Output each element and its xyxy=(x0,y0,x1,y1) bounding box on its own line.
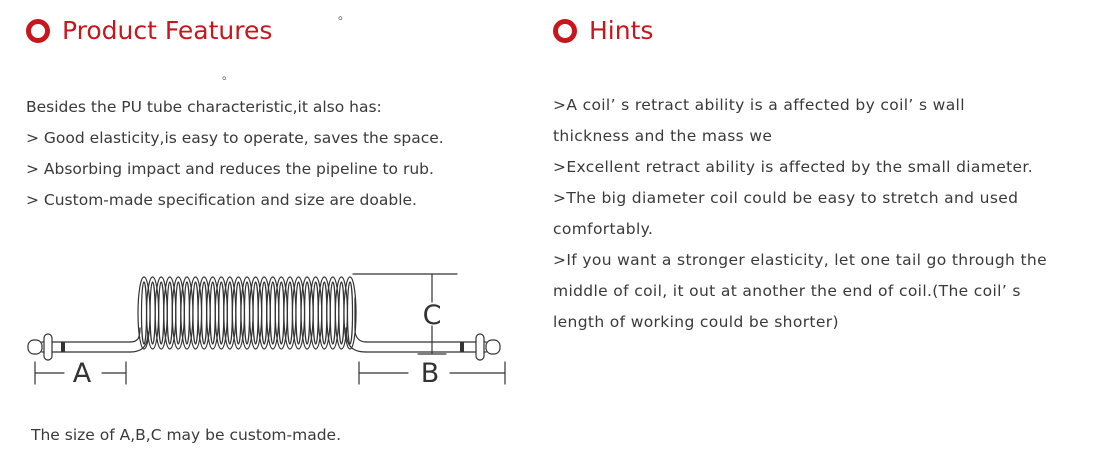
hint-line: >Excellent retract ability is affected b… xyxy=(553,158,1033,176)
coil-body xyxy=(137,276,357,350)
dimension-label-c: C xyxy=(423,300,442,331)
hints-text: >A coil’ s retract ability is a affected… xyxy=(553,90,1047,338)
hints-heading: Hints xyxy=(553,18,653,43)
coil-loop-inner xyxy=(235,281,242,345)
coil-loop-inner xyxy=(338,281,345,345)
circle-bullet-icon xyxy=(553,18,577,43)
coil-loop-inner xyxy=(201,281,208,345)
left-tail-bend xyxy=(129,327,141,343)
hint-line: middle of coil, it out at another the en… xyxy=(553,282,1021,300)
dimension-label-a: A xyxy=(73,358,92,388)
features-intro: Besides the PU tube characteristic,it al… xyxy=(26,98,382,116)
hint-line: thickness and the mass we xyxy=(553,127,773,145)
hint-line: length of working could be shorter) xyxy=(553,313,839,331)
coil-loop-inner xyxy=(209,281,216,345)
coil-loop-inner xyxy=(321,281,328,345)
size-caption: The size of A,B,C may be custom-made. xyxy=(31,426,342,444)
hint-line: >A coil’ s retract ability is a affected… xyxy=(553,96,965,114)
coil-loop-inner xyxy=(252,281,259,345)
dimension-c xyxy=(352,273,458,355)
features-list: Besides the PU tube characteristic,it al… xyxy=(26,92,506,216)
hints-title: Hints xyxy=(589,16,654,45)
dimension-b xyxy=(358,361,506,385)
stray-mark: 。 xyxy=(338,8,351,22)
product-features-heading: Product Features xyxy=(26,18,272,43)
feature-item: > Good elasticity,is easy to operate, sa… xyxy=(26,129,444,147)
coil-loop-inner xyxy=(286,281,293,345)
coil-loop-inner xyxy=(243,281,251,345)
coil-loop-inner xyxy=(304,281,311,345)
dimension-label-b: B xyxy=(421,358,440,388)
coil-loop-inner xyxy=(269,281,276,345)
coil-loop-inner xyxy=(140,281,148,345)
product-features-title: Product Features xyxy=(62,16,273,45)
coil-loop-inner xyxy=(346,281,354,345)
feature-item: > Custom-made specification and size are… xyxy=(26,191,417,209)
coil-loop-inner xyxy=(166,281,173,345)
circle-bullet-icon xyxy=(26,18,50,43)
coil-loop-inner xyxy=(312,281,319,345)
coil-loop-inner xyxy=(218,281,225,345)
dimension-a xyxy=(34,361,127,385)
right-tail xyxy=(345,297,501,361)
hint-line: >The big diameter coil could be easy to … xyxy=(553,189,1019,207)
coil-tube-diagram: A B C xyxy=(27,273,506,388)
coil-loop-inner xyxy=(149,281,156,345)
feature-item: > Absorbing impact and reduces the pipel… xyxy=(26,160,434,178)
left-fitting xyxy=(27,333,131,361)
coil-loop-inner xyxy=(295,281,302,345)
coil-loop xyxy=(343,276,357,350)
coil-loop-inner xyxy=(183,281,190,345)
coil-loop-inner xyxy=(329,281,336,345)
coil-loop-inner xyxy=(158,281,165,345)
coil-loop-inner xyxy=(175,281,182,345)
coil-loop-inner xyxy=(226,281,233,345)
coil-loop-inner xyxy=(192,281,199,345)
hint-line: >If you want a stronger elasticity, let … xyxy=(553,251,1047,269)
coil-loop-inner xyxy=(278,281,285,345)
stray-mark: 。 xyxy=(222,68,235,82)
coil-loop-inner xyxy=(261,281,268,345)
hint-line: comfortably. xyxy=(553,220,654,238)
